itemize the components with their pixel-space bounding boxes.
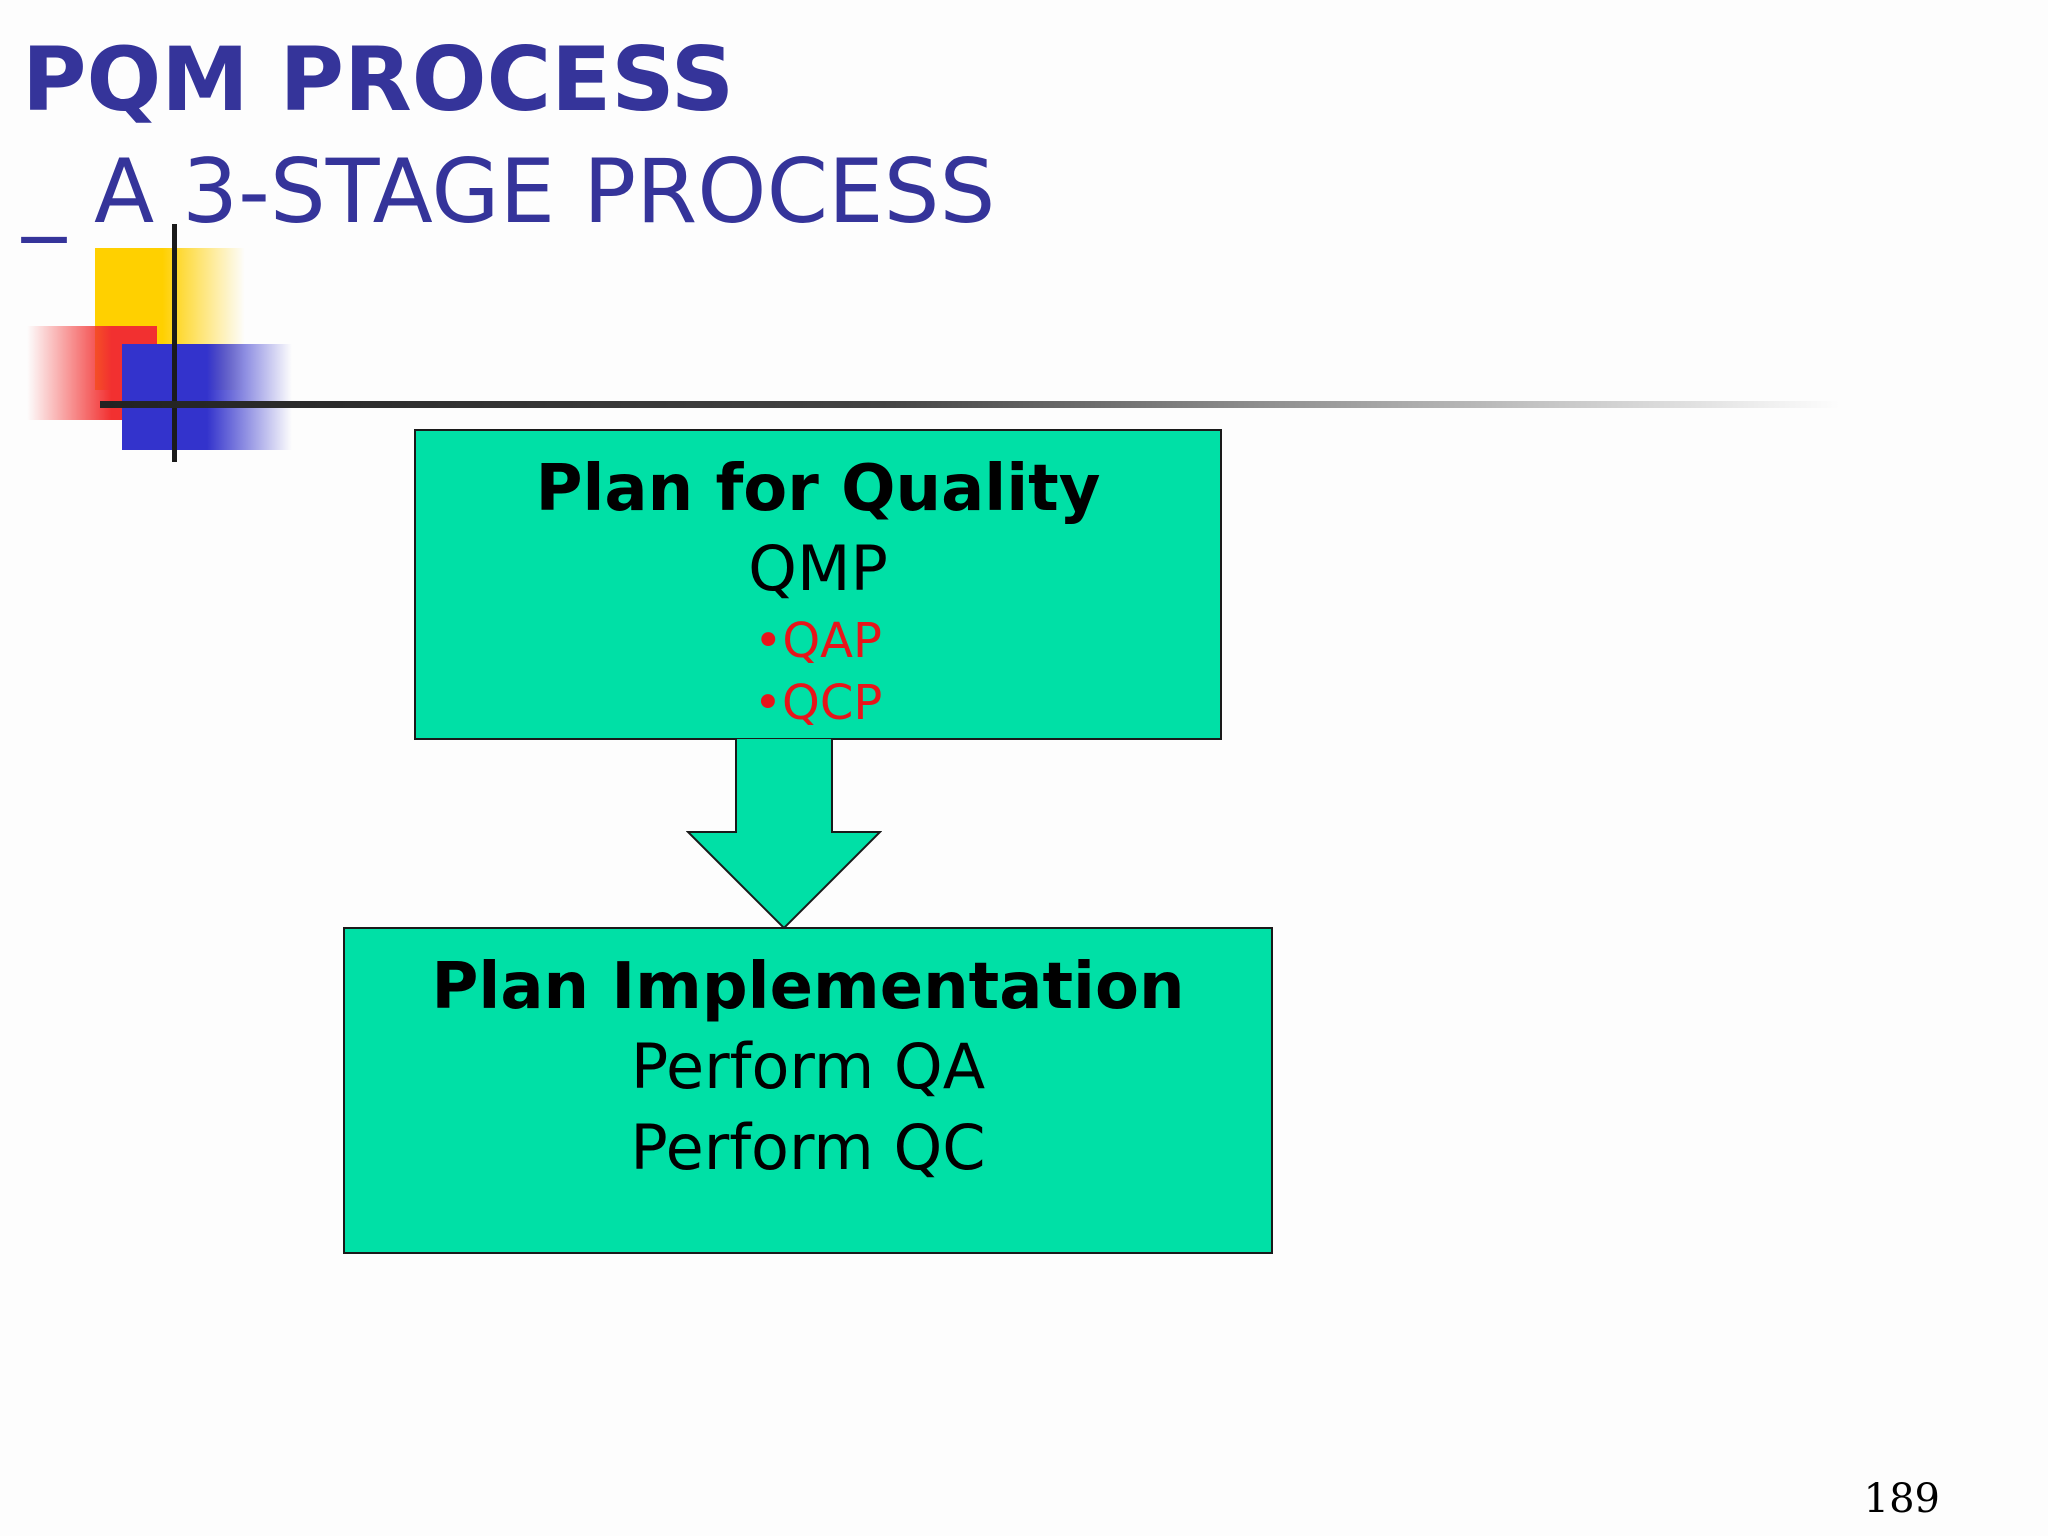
box-title: Plan for Quality bbox=[535, 452, 1101, 526]
bullet-item: •QAP bbox=[754, 612, 882, 669]
down-arrow-icon bbox=[686, 738, 882, 930]
decorative-vertical-line bbox=[172, 224, 177, 462]
box-subtitle: QMP bbox=[748, 532, 888, 605]
page-number: 189 bbox=[1863, 1476, 1940, 1522]
box-line: Perform QA bbox=[630, 1030, 986, 1103]
box-title: Plan Implementation bbox=[431, 950, 1185, 1024]
slide-subtitle: _ A 3-STAGE PROCESS bbox=[22, 140, 996, 243]
plan-for-quality-box: Plan for Quality QMP •QAP •QCP bbox=[414, 429, 1222, 740]
decorative-blue-square bbox=[122, 344, 292, 450]
decorative-horizontal-line bbox=[100, 401, 1840, 408]
box-line: Perform QC bbox=[630, 1110, 986, 1184]
plan-implementation-box: Plan Implementation Perform QA Perform Q… bbox=[343, 927, 1273, 1254]
slide-title: PQM PROCESS bbox=[22, 28, 735, 131]
bullet-item: •QCP bbox=[753, 674, 883, 731]
